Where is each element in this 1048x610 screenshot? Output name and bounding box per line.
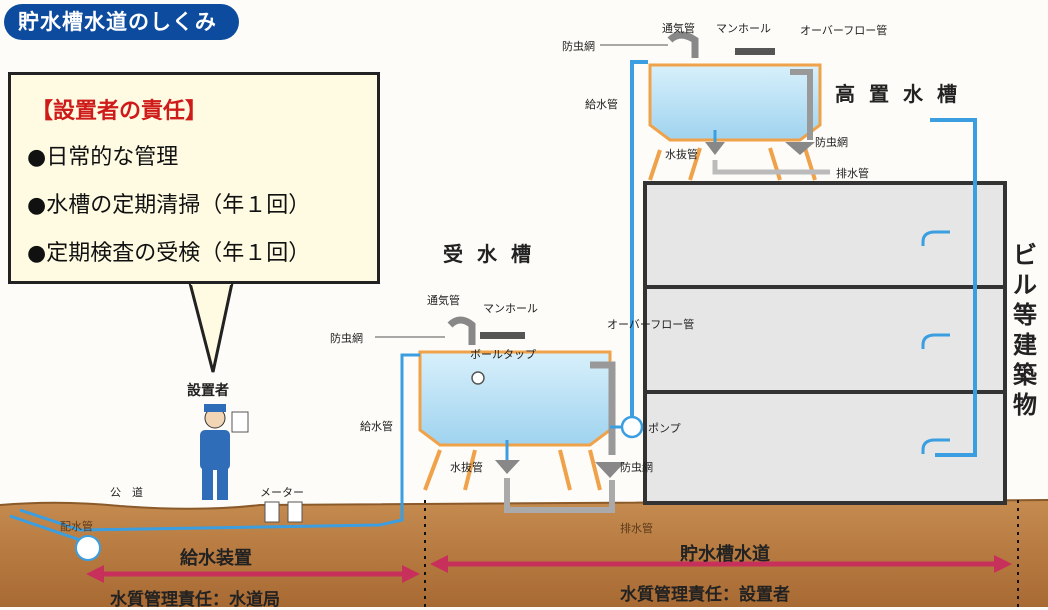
callout-tail bbox=[188, 282, 234, 373]
vent-pipe-label: 通気管 bbox=[427, 294, 460, 307]
responsibility-installer-label: 水質管理責任：設置者 bbox=[620, 585, 790, 605]
high-tank-label: 高置水槽 bbox=[835, 82, 971, 106]
meter-label: メーター bbox=[260, 486, 304, 499]
meter-icon bbox=[264, 501, 303, 523]
drain-pipe-label: 排水管 bbox=[620, 522, 653, 535]
pump-icon bbox=[620, 415, 644, 439]
supply-pipe-underground bbox=[9, 514, 81, 542]
callout-item: ●日常的な管理 bbox=[27, 145, 179, 170]
ground-surface-line bbox=[0, 499, 1048, 510]
responsibility-arrow-right bbox=[430, 555, 1012, 573]
responsibility-waterworks-label: 水質管理責任：水道局 bbox=[110, 590, 280, 610]
building-label: ビル等建築物 bbox=[1013, 241, 1037, 419]
responsibility-arrow-left bbox=[86, 565, 420, 583]
supply-pipe-building-riser bbox=[930, 118, 977, 457]
installer-responsibility-callout: 【設置者の責任】 ●日常的な管理 ●水槽の定期清掃（年１回） ●定期検査の受検（… bbox=[8, 72, 380, 284]
manhole-label: マンホール bbox=[716, 22, 771, 35]
supply-pipe-to-high-tank bbox=[630, 60, 648, 420]
vent-pipe-label: 通気管 bbox=[662, 22, 695, 35]
callout-item: ●水槽の定期清掃（年１回） bbox=[27, 193, 311, 218]
supply-pipe-label: 給水管 bbox=[585, 98, 618, 111]
faucet-icon bbox=[921, 230, 950, 246]
callout-heading: 【設置者の責任】 bbox=[31, 99, 208, 124]
supply-pipe-label: 給水管 bbox=[360, 420, 393, 433]
building bbox=[643, 181, 1007, 505]
installer-label: 設置者 bbox=[187, 383, 229, 399]
drain-valve-label: 水抜管 bbox=[450, 461, 483, 474]
storage-tank-waterworks-label: 貯水槽水道 bbox=[680, 544, 770, 565]
insect-net-label: 防虫網 bbox=[330, 332, 363, 345]
receiving-tank-label: 受水槽 bbox=[443, 242, 545, 266]
distribution-pipe-icon bbox=[75, 535, 101, 561]
drain-valve-label: 水抜管 bbox=[665, 148, 698, 161]
public-road-label: 公 道 bbox=[110, 486, 143, 499]
ball-tap-label: ボールタップ bbox=[470, 348, 536, 361]
water-supply-device-label: 給水装置 bbox=[180, 548, 252, 569]
insect-net-label: 防虫網 bbox=[562, 40, 595, 53]
drain-pipe-label: 排水管 bbox=[836, 167, 869, 180]
pump-label: ポンプ bbox=[648, 422, 681, 435]
faucet-icon bbox=[921, 438, 950, 454]
distribution-pipe-label: 配水管 bbox=[60, 520, 93, 533]
high-tank bbox=[648, 31, 830, 181]
faucet-icon bbox=[921, 333, 950, 349]
insect-net-label: 防虫網 bbox=[815, 136, 848, 149]
overflow-pipe-label: オーバーフロー管 bbox=[607, 318, 695, 331]
page-title: 貯水槽水道のしくみ bbox=[4, 4, 239, 40]
callout-item: ●定期検査の受検（年１回） bbox=[27, 241, 311, 266]
supply-pipe-to-receiving-tank bbox=[19, 353, 420, 532]
manhole-label: マンホール bbox=[483, 302, 538, 315]
receiving-tank bbox=[418, 316, 625, 513]
installer-person-icon bbox=[200, 404, 249, 500]
overflow-pipe-label: オーバーフロー管 bbox=[800, 24, 888, 37]
insect-net-label: 防虫網 bbox=[620, 461, 653, 474]
